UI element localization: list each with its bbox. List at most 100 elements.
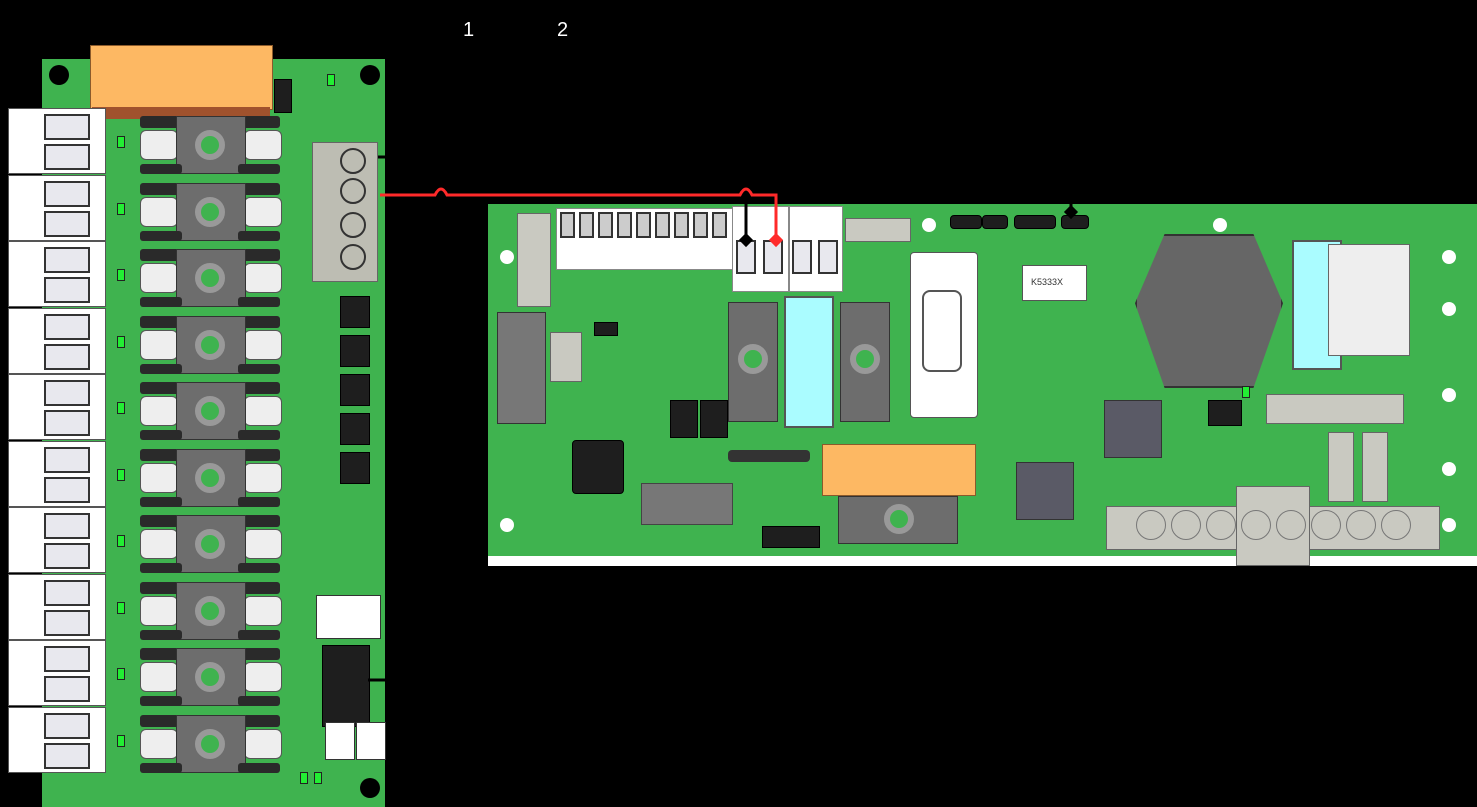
terminal-slot	[44, 712, 90, 739]
status-led	[117, 601, 125, 614]
status-led	[117, 335, 125, 348]
terminal-slot	[44, 513, 90, 539]
mounting-hole	[500, 518, 514, 532]
terminal-slot	[44, 676, 90, 702]
crystal-oscillator: K5333X	[1022, 265, 1087, 301]
fuse-clip	[238, 116, 280, 128]
connector-pin	[1381, 510, 1411, 540]
terminal-slot	[44, 609, 90, 636]
fuse-clip	[140, 315, 182, 328]
terminal-slot	[44, 446, 90, 473]
connector-pin	[1311, 510, 1341, 540]
optocoupler	[670, 400, 698, 438]
fuse-center	[195, 529, 225, 559]
small-header	[845, 218, 911, 242]
terminal-slot	[44, 180, 90, 207]
connector-2pin	[325, 722, 355, 760]
fuse-clip	[238, 249, 280, 261]
fuse-clip	[238, 164, 280, 174]
fuse-center	[738, 344, 768, 374]
optocoupler	[700, 400, 728, 438]
mounting-hole	[1442, 302, 1456, 316]
fuse-clip	[140, 762, 182, 773]
fuse-center	[195, 329, 225, 360]
fuse-clip	[140, 182, 182, 195]
fuse-cap	[140, 329, 178, 360]
ribbon-slot	[598, 212, 613, 238]
terminal-slot	[44, 543, 90, 569]
fuse-clip	[238, 430, 280, 440]
status-led	[314, 772, 322, 784]
status-led	[117, 468, 125, 481]
pin-header-8	[728, 450, 810, 462]
terminal-slot	[44, 476, 90, 503]
black-wire-header-marker	[1063, 204, 1079, 220]
fuse-holder	[176, 249, 246, 307]
fuse-clip	[238, 648, 280, 660]
pin-header	[1061, 215, 1089, 229]
connector-pin	[1171, 510, 1201, 540]
screw-icon	[340, 178, 366, 204]
fuse-clip	[238, 315, 280, 328]
dip-switch	[641, 483, 733, 525]
ribbon-slot	[655, 212, 670, 238]
power-inductor	[1135, 234, 1283, 388]
fuse-cap	[140, 130, 178, 160]
fuse-center	[195, 130, 225, 160]
connector-2pin	[356, 722, 386, 760]
ic-chip	[340, 374, 370, 406]
mounting-hole	[500, 250, 514, 264]
connector-black	[762, 526, 820, 548]
db9-shell	[922, 290, 962, 372]
capacitor-long	[1266, 394, 1404, 424]
mounting-hole	[922, 218, 936, 232]
fuse-clip	[238, 714, 280, 727]
status-led	[300, 772, 308, 784]
fuse-clip	[140, 496, 182, 507]
fuse-clip	[238, 182, 280, 195]
red-wire-terminal-marker	[768, 232, 784, 248]
status-led	[1242, 386, 1250, 398]
fuse-cap	[140, 396, 178, 426]
fuse-clip	[140, 581, 182, 594]
terminal-slot-4	[818, 240, 838, 274]
terminal-slot	[44, 247, 90, 273]
connector-pin	[1206, 510, 1236, 540]
ic-chip	[340, 335, 370, 367]
fuse-cap	[244, 529, 282, 559]
mounting-hole	[1442, 250, 1456, 264]
fuse-clip	[238, 363, 280, 374]
red-wire	[380, 187, 778, 240]
terminal-slot	[44, 114, 90, 140]
fuse-clip	[238, 230, 280, 241]
fuse-clip	[238, 297, 280, 307]
fuse-clip	[238, 762, 280, 773]
mcu-chip	[572, 440, 624, 494]
fuse-center	[195, 462, 225, 493]
ribbon-slot	[693, 212, 708, 238]
fuse-center	[195, 196, 225, 227]
chip-marking: K5333X	[1031, 277, 1064, 287]
pin-header	[982, 215, 1008, 229]
relay-orange	[822, 444, 976, 496]
terminal-3way	[1328, 244, 1410, 356]
terminal-slot-3	[792, 240, 812, 274]
mounting-hole	[1442, 388, 1456, 402]
fuse-holder	[176, 581, 246, 640]
box-header-10pin	[497, 312, 546, 424]
fuse-clip	[140, 696, 182, 706]
terminal-slot	[44, 742, 90, 769]
fuse-clip	[140, 363, 182, 374]
status-led	[117, 535, 125, 547]
fuse-clip	[140, 430, 182, 440]
mounting-hole	[49, 65, 69, 85]
fuse-cap	[140, 196, 178, 227]
pin-header	[1014, 215, 1056, 229]
fuse-center	[195, 728, 225, 759]
fuse-clip	[238, 563, 280, 573]
fuse-clip	[140, 230, 182, 241]
status-led	[117, 402, 125, 414]
fuse-center	[195, 595, 225, 626]
status-led	[117, 734, 125, 747]
ribbon-slot	[579, 212, 594, 238]
